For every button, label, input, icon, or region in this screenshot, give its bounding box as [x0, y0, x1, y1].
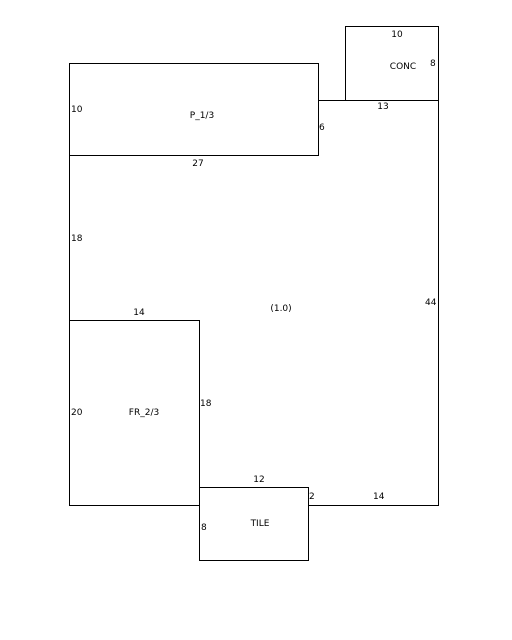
room-fr-top-dim: 14: [133, 308, 145, 318]
room-tile-right-dim: 2: [309, 492, 315, 502]
room-p-right-dim: 6: [319, 123, 325, 133]
room-fr: [69, 320, 200, 506]
room-p-left-dim: 10: [71, 105, 83, 115]
main-area-label: (1.0): [270, 304, 291, 314]
main-area-right-dim: 44: [425, 298, 437, 308]
main-area-left-dim: 18: [71, 234, 83, 244]
room-conc: [345, 26, 439, 101]
room-tile-top-dim: 12: [253, 475, 264, 485]
room-fr-right-dim: 18: [200, 399, 212, 409]
room-conc-bottom-dim: 13: [377, 102, 388, 112]
room-p-label: P_1/3: [190, 111, 214, 121]
main-area-bottom-dim: 14: [373, 492, 385, 502]
room-tile: [199, 487, 309, 561]
room-p: [69, 63, 319, 156]
room-fr-label: FR_2/3: [129, 408, 159, 418]
main-area-outline: [69, 100, 439, 506]
room-conc-label: CONC: [390, 62, 416, 72]
room-tile-left-dim: 8: [201, 523, 207, 533]
room-tile-label: TILE: [250, 519, 270, 529]
room-fr-left-dim: 20: [71, 408, 83, 418]
room-conc-right-dim: 8: [430, 59, 436, 69]
room-p-bottom-dim: 27: [192, 159, 203, 169]
room-conc-top-dim: 10: [391, 30, 403, 40]
